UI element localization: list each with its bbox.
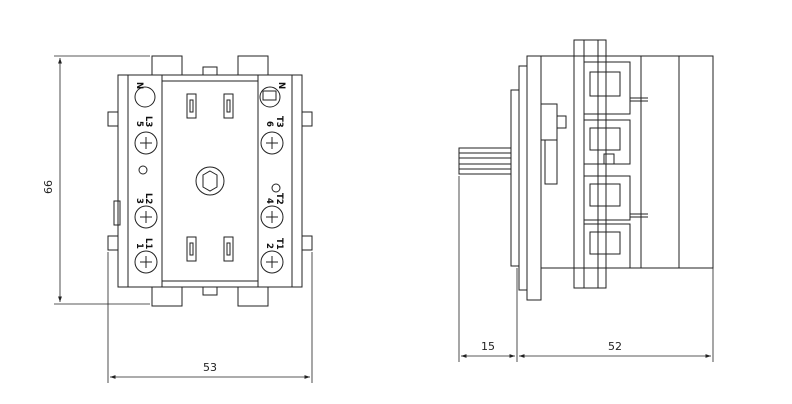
front-width-dimension-label: 53 xyxy=(203,361,217,374)
terminal-label-left-n: N xyxy=(134,82,144,89)
body-depth-dimension-label: 52 xyxy=(608,340,622,353)
right-screw-terminals xyxy=(260,131,284,274)
terminal-label-left-5: 5 xyxy=(134,121,144,127)
terminal-label-right-n: N xyxy=(276,82,286,89)
height-dimension-label: 66 xyxy=(42,180,55,194)
terminal-label-left-l2: L2 xyxy=(143,193,153,204)
terminal-label-left-3: 3 xyxy=(134,198,144,204)
left-screw-terminals xyxy=(134,131,158,274)
terminal-label-right-t2: T2 xyxy=(274,193,284,205)
terminal-label-right-t1: T1 xyxy=(274,238,284,250)
front-width-dimension xyxy=(107,252,313,383)
height-dimension xyxy=(54,55,150,305)
shaft-dimension-label: 15 xyxy=(481,340,495,353)
front-view xyxy=(107,55,313,307)
terminal-label-right-2: 2 xyxy=(264,243,274,249)
terminal-label-left-1: 1 xyxy=(134,243,144,249)
terminal-label-right-6: 6 xyxy=(264,121,274,127)
right-terminal-labels: N 6 T3 4 T2 2 T1 xyxy=(264,82,286,250)
side-dimensions xyxy=(458,176,714,362)
terminal-label-left-l3: L3 xyxy=(143,116,153,127)
left-terminal-labels: N 5 L3 3 L2 1 L1 xyxy=(134,82,153,249)
terminal-label-right-t3: T3 xyxy=(274,116,284,128)
terminal-label-left-l1: L1 xyxy=(143,238,153,249)
terminal-label-right-4: 4 xyxy=(264,198,274,204)
side-view xyxy=(458,39,714,301)
